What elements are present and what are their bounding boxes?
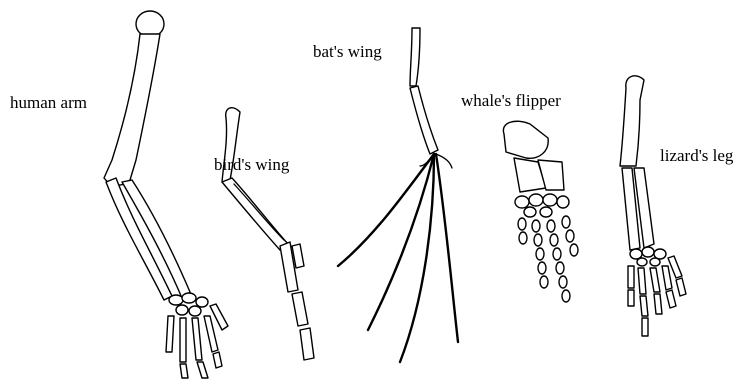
bat-forearm <box>410 86 438 154</box>
human-humerus <box>104 34 160 185</box>
human-humerus-head <box>136 11 164 37</box>
bird-radius <box>234 184 284 240</box>
lizard-humerus <box>620 76 644 166</box>
lizards-leg-drawing <box>620 76 686 336</box>
bat-humerus <box>410 28 420 86</box>
lizard-carpals <box>630 247 666 266</box>
bird-ulna <box>222 178 288 250</box>
bats-wing-drawing <box>338 28 458 362</box>
label-birds-wing: bird's wing <box>214 156 289 173</box>
whale-humerus <box>503 121 548 158</box>
label-human-arm: human arm <box>10 94 87 111</box>
birds-wing-drawing <box>222 108 314 360</box>
whale-digits <box>518 216 578 302</box>
whales-flipper-drawing <box>503 121 578 302</box>
label-bats-wing: bat's wing <box>313 43 382 60</box>
label-lizards-leg: lizard's leg <box>660 147 733 164</box>
bird-digit-2 <box>300 328 314 360</box>
human-arm-drawing <box>104 11 228 378</box>
human-carpals <box>169 293 208 316</box>
bird-digit-1 <box>292 292 308 326</box>
label-whales-flipper: whale's flipper <box>461 92 561 109</box>
whale-carpals <box>515 194 569 217</box>
lizard-digits <box>628 256 686 336</box>
bat-fingers <box>338 154 458 362</box>
